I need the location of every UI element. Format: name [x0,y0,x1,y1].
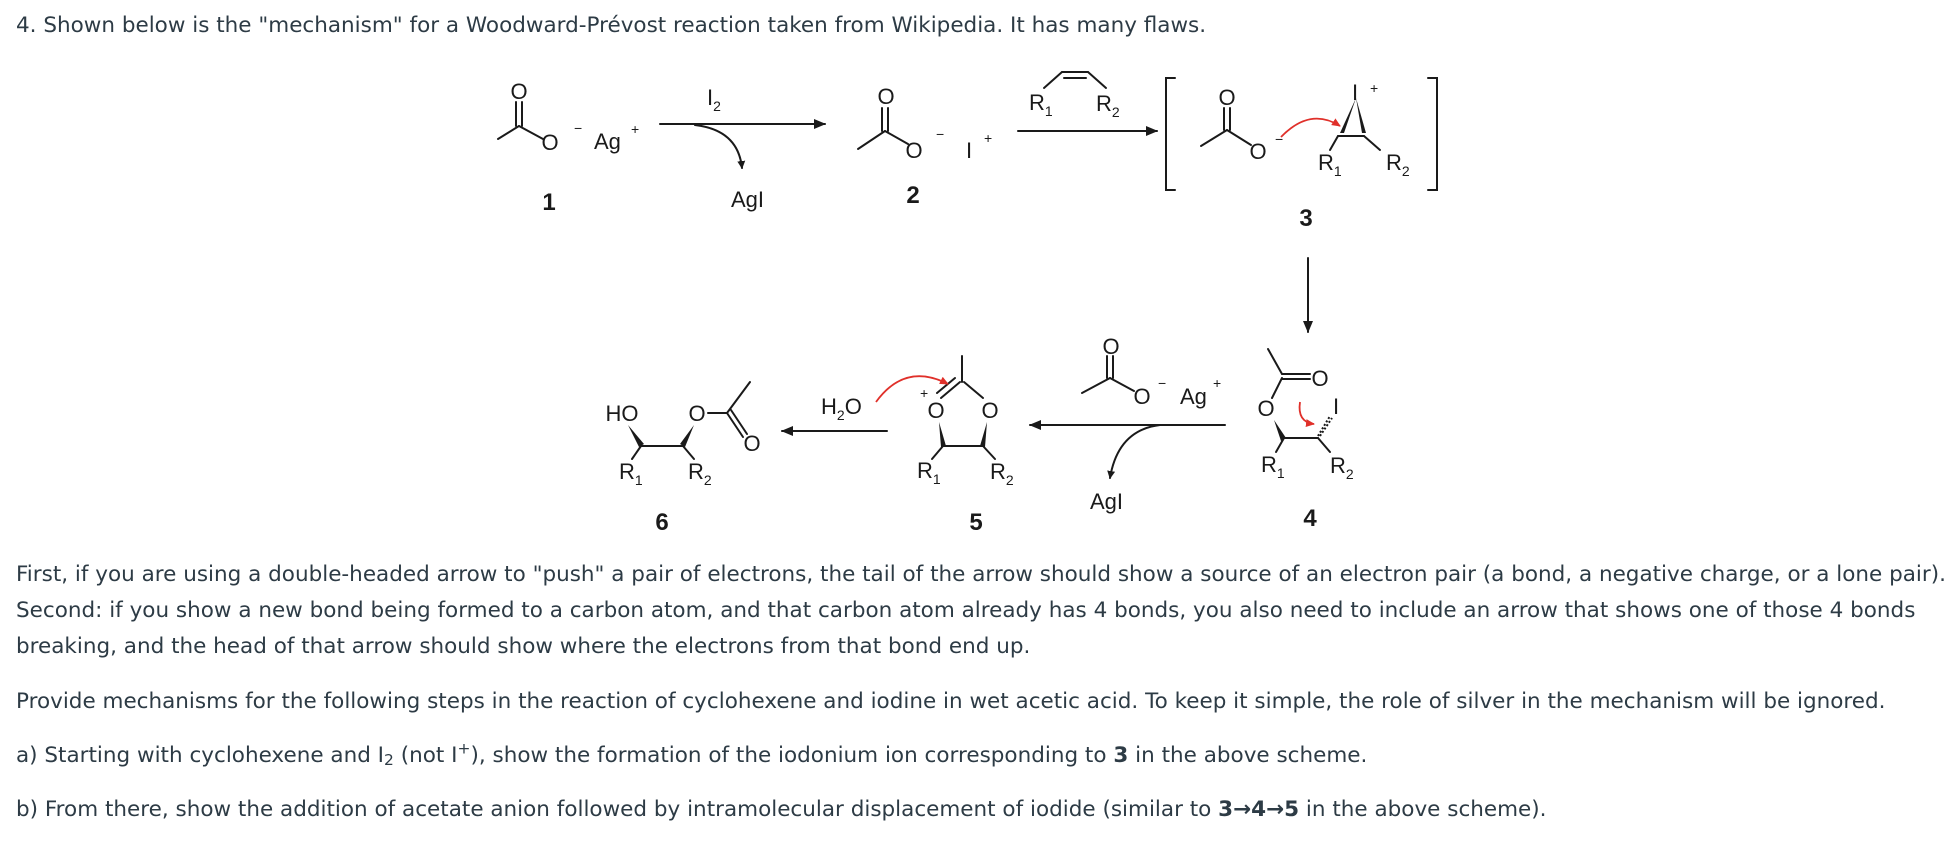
compound-number-4: 4 [1303,505,1317,532]
plus-charge: + [920,385,928,401]
minus-charge: − [574,120,582,136]
question-part-a: a) Starting with cyclohexene and I2 (not… [16,739,1368,770]
compound-1-silver-acetate: O O − Ag + 1 [497,79,639,216]
atom-i: I [1352,80,1358,105]
atom-i: I [1333,394,1339,419]
reagent-i2: I2 [707,85,721,114]
plus-charge: + [1213,375,1221,391]
paragraph-provide: Provide mechanisms for the following ste… [16,689,1886,714]
compound-4-iodo-acetate: O O I R1 R2 4 [1257,348,1354,532]
compound-number-3: 3 [1299,205,1312,232]
alkene-reagent: R1 R2 [1029,71,1120,120]
byproduct-agi: AgI [731,187,764,212]
atom-ag: Ag [594,129,621,154]
reaction-arrow-5-to-6: H2O [781,375,949,436]
minus-charge: − [936,126,944,142]
atom-o: O [1133,384,1150,409]
substituent-r1: R1 [619,459,643,488]
substituent-r1: R1 [1029,90,1053,119]
plus-charge: + [631,121,639,137]
substituent-r1: R1 [1318,150,1342,179]
minus-charge: − [1275,131,1283,147]
reaction-arrow-1-to-2: I2 AgI [659,85,826,212]
compound-number-1: 1 [542,189,555,216]
paragraph-second-line2: breaking, and the head of that arrow sho… [16,634,1031,659]
compound-number-2: 2 [906,182,919,209]
atom-o: O [981,398,998,423]
compound-3-iodonium-intermediate: O O − I + R1 R2 3 [1165,77,1438,232]
plus-charge: + [984,130,992,146]
atom-o: O [743,431,760,456]
red-electron-arrow [1298,401,1315,428]
atom-i: I [966,138,972,163]
reaction-arrow-4-to-5: AgI [1029,420,1226,514]
atom-o: O [1218,85,1235,110]
atom-o: O [1102,334,1119,359]
atom-o: O [541,130,558,155]
atom-o: O [510,79,527,104]
compound-number-5: 5 [969,509,982,536]
substituent-r2: R2 [688,459,712,488]
atom-ho: HO [606,401,639,426]
atom-o: O [1257,396,1274,421]
reaction-scheme: O O − Ag + 1 I2 AgI O O − I + 2 [497,71,1438,536]
question-title: 4. Shown below is the "mechanism" for a … [16,13,1207,38]
atom-o: O [927,398,944,423]
compound-5-dioxolanium: O + O R1 R2 5 [917,355,1014,536]
substituent-r2: R2 [1330,453,1354,482]
minus-charge: − [1158,375,1166,391]
silver-acetate-reagent: O O − Ag + [1081,334,1221,409]
atom-ag: Ag [1180,384,1207,409]
paragraph-first: First, if you are using a double-headed … [16,562,1946,587]
atom-o: O [905,138,922,163]
paragraph-second-line1: Second: if you show a new bond being for… [16,598,1916,623]
red-electron-arrow [1280,117,1341,138]
substituent-r2: R2 [1096,91,1120,120]
plus-charge: + [1370,80,1378,96]
compound-2-acetate-iodonium: O O − I + 2 [857,84,992,209]
question-page: 4. Shown below is the "mechanism" for a … [16,13,1946,822]
substituent-r1: R1 [1261,452,1285,481]
atom-o: O [688,401,705,426]
compound-number-6: 6 [655,509,668,536]
compound-6-hydroxy-acetate: HO O O R1 R2 6 [606,381,761,536]
atom-o: O [1249,139,1266,164]
substituent-r2: R2 [990,459,1014,488]
substituent-r1: R1 [917,458,941,487]
atom-o: O [877,84,894,109]
reagent-water: H2O [821,394,862,423]
atom-o: O [1311,366,1328,391]
question-part-b: b) From there, show the addition of acet… [16,797,1547,822]
substituent-r2: R2 [1386,150,1410,179]
red-electron-arrow [875,375,949,403]
byproduct-agi: AgI [1090,489,1123,514]
